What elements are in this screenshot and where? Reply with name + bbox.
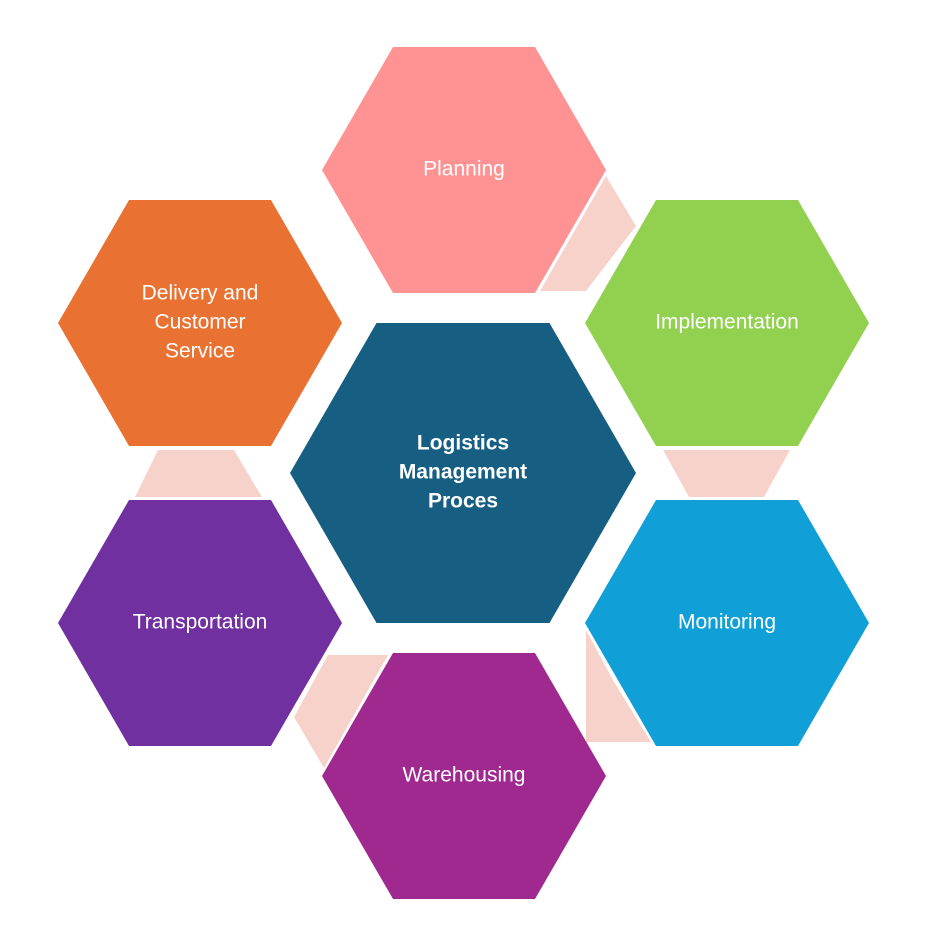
hex-delivery-and-customer-service-label-line-2: Customer xyxy=(154,311,245,334)
hex-warehousing: Warehousing xyxy=(322,653,606,899)
hex-delivery-and-customer-service-label-line-1: Delivery and xyxy=(142,282,259,305)
hex-center-logistics-management-label-line-3: Proces xyxy=(428,490,498,513)
hex-delivery-and-customer-service-label-line-3: Service xyxy=(165,340,235,363)
hex-monitoring: Monitoring xyxy=(585,500,869,746)
hex-transportation-shape xyxy=(58,500,342,746)
hex-implementation: Implementation xyxy=(585,200,869,446)
hex-transportation: Transportation xyxy=(58,500,342,746)
hex-planning: Planning xyxy=(322,47,606,293)
hex-warehousing-label-line-1: Warehousing xyxy=(403,764,526,787)
connector-5 xyxy=(135,450,262,497)
hex-transportation-label-line-1: Transportation xyxy=(133,611,268,634)
connectors xyxy=(135,176,790,768)
hex-implementation-shape xyxy=(585,200,869,446)
hexagons: PlanningImplementationMonitoringWarehous… xyxy=(58,47,869,899)
connector-4 xyxy=(294,655,388,768)
connector-3 xyxy=(586,630,651,742)
hex-monitoring-shape xyxy=(585,500,869,746)
hex-center-logistics-management-label-line-1: Logistics xyxy=(417,432,509,455)
connector-2 xyxy=(663,450,790,497)
hex-center-logistics-management-label-line-2: Management xyxy=(399,461,527,484)
hex-planning-label-line-1: Planning xyxy=(423,158,505,181)
hex-monitoring-label-line-1: Monitoring xyxy=(678,611,776,634)
hex-implementation-label-line-1: Implementation xyxy=(655,311,799,334)
hex-planning-shape xyxy=(322,47,606,293)
hex-delivery-and-customer-service-shape xyxy=(58,200,342,446)
hex-warehousing-shape xyxy=(322,653,606,899)
hex-center-logistics-management-shape xyxy=(290,323,636,623)
connector-1 xyxy=(540,176,636,291)
